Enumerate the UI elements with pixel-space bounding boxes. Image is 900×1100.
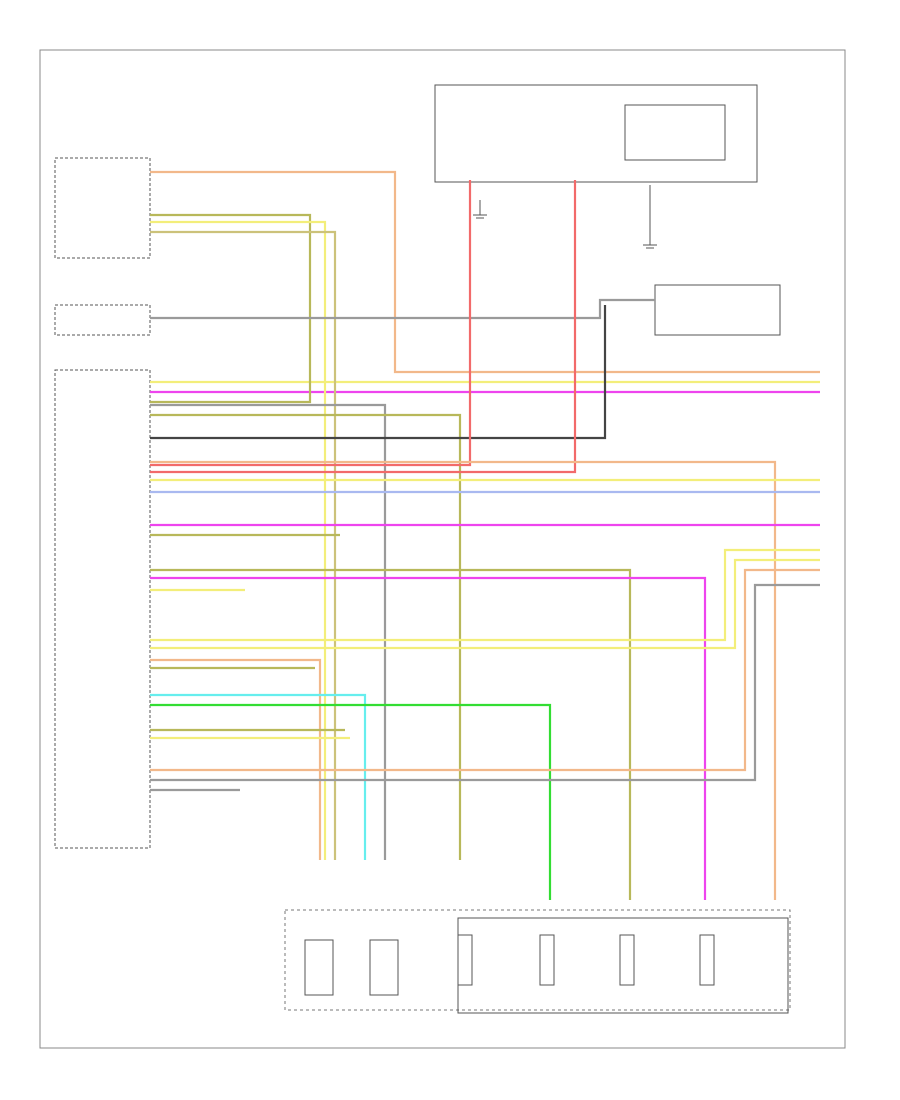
right-relay-box	[654, 284, 781, 336]
solenoid-2	[539, 934, 555, 986]
ground-icon	[473, 185, 657, 249]
wire-yellow-4	[150, 548, 820, 642]
wire-gray-5	[150, 583, 820, 782]
solenoid-4	[699, 934, 715, 986]
relay-box	[624, 104, 726, 161]
wire-red-fuse	[150, 180, 472, 467]
engine-control-module-box	[54, 157, 151, 259]
diagram-border	[39, 49, 846, 1049]
wire-olive-3	[150, 568, 632, 900]
wire-orange-4	[150, 568, 820, 772]
solenoid-1	[457, 934, 473, 986]
automatic-transmission-box	[284, 909, 791, 1011]
wire-orange-2	[150, 460, 777, 900]
wire-tan-ecm	[150, 230, 337, 860]
wire-olive-ecm	[150, 213, 312, 404]
sensor-component-1	[304, 939, 334, 996]
instrument-panel-cluster-box	[54, 304, 151, 336]
wire-yellow-5	[150, 558, 820, 650]
solenoid-assembly-box	[457, 917, 789, 1014]
sensor-component-2	[369, 939, 399, 996]
wire-orange-top	[150, 170, 820, 374]
wire-olive-mid	[150, 413, 462, 860]
wire-gray-ipc	[150, 298, 655, 320]
wire-gray-mid	[150, 403, 387, 860]
wire-cyan	[150, 693, 367, 860]
solenoid-3	[619, 934, 635, 986]
wire-red-2	[150, 180, 577, 474]
wire-green	[150, 703, 552, 900]
wire-group	[150, 170, 820, 900]
wire-dark-fuse	[150, 305, 607, 440]
transmission-control-module-box	[54, 369, 151, 849]
fuse-block-box	[434, 84, 758, 183]
wire-orange-3	[150, 658, 322, 860]
wire-magenta-3	[150, 576, 707, 900]
